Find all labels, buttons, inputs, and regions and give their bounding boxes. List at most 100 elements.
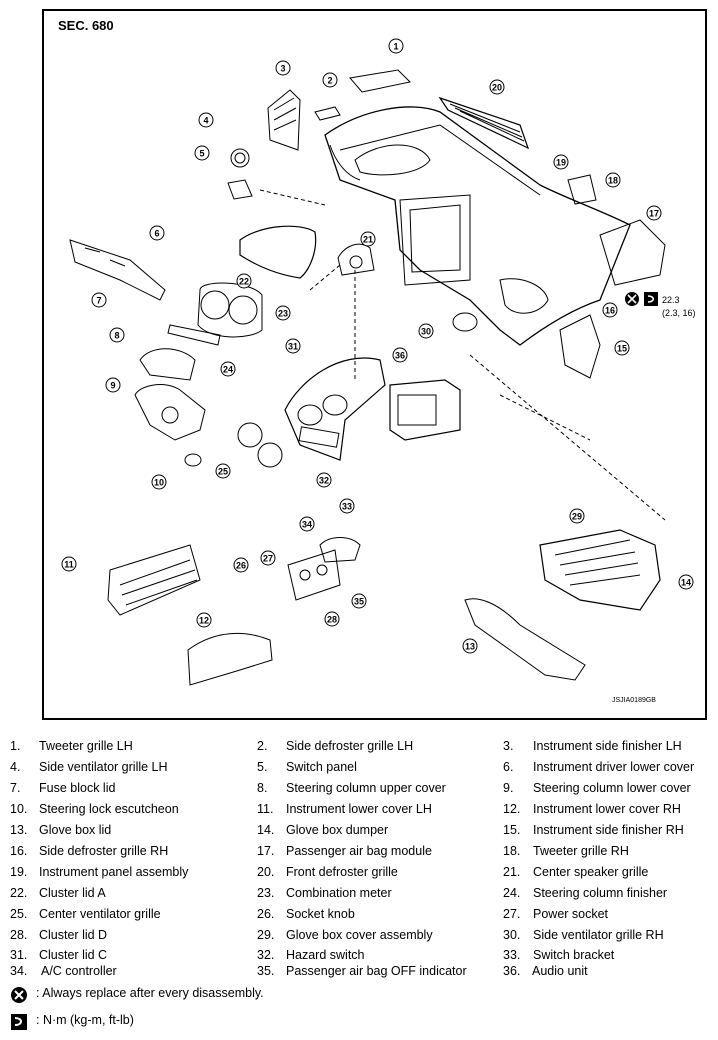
- callout-circle: [392, 347, 408, 363]
- callout-circle: [316, 472, 332, 488]
- callout-32: 32: [316, 472, 332, 488]
- legend-num: 8.: [257, 781, 268, 795]
- callout-7: 7: [91, 292, 107, 308]
- legend-num: 33.: [503, 948, 521, 962]
- callout-number: 15: [617, 344, 627, 354]
- callout-number: 16: [605, 306, 615, 316]
- legend-label: Side defroster grille RH: [39, 844, 169, 858]
- callout-number: 12: [199, 616, 209, 626]
- callout-circle: [275, 305, 291, 321]
- note-text: : N·m (kg-m, ft-lb): [36, 1013, 134, 1027]
- legend-label: Center speaker grille: [533, 865, 649, 879]
- legend-num: 26.: [257, 907, 275, 921]
- callout-circle: [489, 79, 505, 95]
- legend-num: 24.: [503, 886, 521, 900]
- torque-value: 22.3: [662, 295, 680, 305]
- legend-num: 3.: [503, 739, 514, 753]
- callout-circle: [605, 172, 621, 188]
- callout-circle: [91, 292, 107, 308]
- callout-15: 15: [614, 340, 630, 356]
- callout-33: 33: [339, 498, 355, 514]
- diagram-frame: [42, 9, 707, 720]
- callout-11: 11: [61, 556, 77, 572]
- callout-30: 30: [418, 323, 434, 339]
- callout-circle: [299, 516, 315, 532]
- legend-num: 15.: [503, 823, 521, 837]
- callout-circle: [151, 474, 167, 490]
- legend-num: 2.: [257, 739, 268, 753]
- legend-num: 11.: [257, 802, 274, 816]
- callout-24: 24: [220, 361, 236, 377]
- legend-num: 29.: [257, 928, 275, 942]
- legend-label: Tweeter grille RH: [533, 844, 629, 858]
- torque-wrench-icon-callout: [644, 292, 658, 306]
- legend-num: 7.: [10, 781, 21, 795]
- callout-12: 12: [196, 612, 212, 628]
- legend-num: 5.: [257, 760, 268, 774]
- callout-number: 29: [572, 512, 582, 522]
- callout-circle: [215, 463, 231, 479]
- torque-alt-units: (2.3, 16): [662, 308, 696, 318]
- always-replace-icon-callout: [625, 292, 639, 306]
- callout-number: 10: [154, 478, 164, 488]
- callout-21: 21: [360, 231, 376, 247]
- callout-8: 8: [109, 327, 125, 343]
- callout-number: 23: [278, 309, 288, 319]
- callout-3: 3: [275, 60, 291, 76]
- callout-number: 32: [319, 476, 329, 486]
- legend-label: Hazard switch: [286, 948, 365, 962]
- callout-circle: [198, 112, 214, 128]
- callout-4: 4: [198, 112, 214, 128]
- callout-circle: [418, 323, 434, 339]
- callout-number: 7: [96, 296, 101, 306]
- legend-label: Fuse block lid: [39, 781, 116, 795]
- callout-circle: [646, 205, 662, 221]
- callout-number: 14: [681, 578, 691, 588]
- callout-circle: [614, 340, 630, 356]
- callout-circle: [260, 550, 276, 566]
- callout-6: 6: [149, 225, 165, 241]
- callout-number: 30: [421, 327, 431, 337]
- callout-14: 14: [678, 574, 694, 590]
- callout-circle: [360, 231, 376, 247]
- legend-label: A/C controller: [41, 964, 117, 978]
- callout-circle: [553, 154, 569, 170]
- callout-number: 9: [110, 381, 115, 391]
- legend-label: Combination meter: [286, 886, 392, 900]
- torque-wrench-icon: [11, 1014, 27, 1030]
- legend-label: Switch panel: [286, 760, 357, 774]
- callout-number: 24: [223, 365, 233, 375]
- legend-label: Cluster lid C: [39, 948, 108, 962]
- legend-num: 30.: [503, 928, 521, 942]
- callout-25: 25: [215, 463, 231, 479]
- legend-label: Instrument lower cover RH: [533, 802, 681, 816]
- callout-number: 26: [236, 561, 246, 571]
- legend-label: Instrument panel assembly: [39, 865, 189, 879]
- callout-circle: [339, 498, 355, 514]
- callout-circle: [275, 60, 291, 76]
- callout-35: 35: [351, 593, 367, 609]
- always-replace-icon: [11, 987, 27, 1003]
- legend-label: Instrument driver lower cover: [533, 760, 695, 774]
- legend-label: Socket knob: [286, 907, 355, 921]
- legend-num: 19.: [10, 865, 28, 879]
- legend-num: 28.: [10, 928, 28, 942]
- legend-label: Steering column upper cover: [286, 781, 446, 795]
- callout-circle: [602, 302, 618, 318]
- legend-num: 32.: [257, 948, 275, 962]
- legend-label: Cluster lid D: [39, 928, 108, 942]
- legend-num: 14.: [257, 823, 275, 837]
- callout-17: 17: [646, 205, 662, 221]
- callout-18: 18: [605, 172, 621, 188]
- legend-label: Cluster lid A: [39, 886, 106, 900]
- legend-num: 12.: [503, 802, 521, 816]
- callout-5: 5: [194, 145, 210, 161]
- callout-1: 1: [388, 38, 404, 54]
- callout-23: 23: [275, 305, 291, 321]
- callout-number: 4: [203, 116, 208, 126]
- legend-label: Switch bracket: [533, 948, 615, 962]
- note-text: : Always replace after every disassembly…: [36, 986, 264, 1000]
- callout-number: 20: [492, 83, 502, 93]
- callout-31: 31: [285, 338, 301, 354]
- callout-number: 31: [288, 342, 298, 352]
